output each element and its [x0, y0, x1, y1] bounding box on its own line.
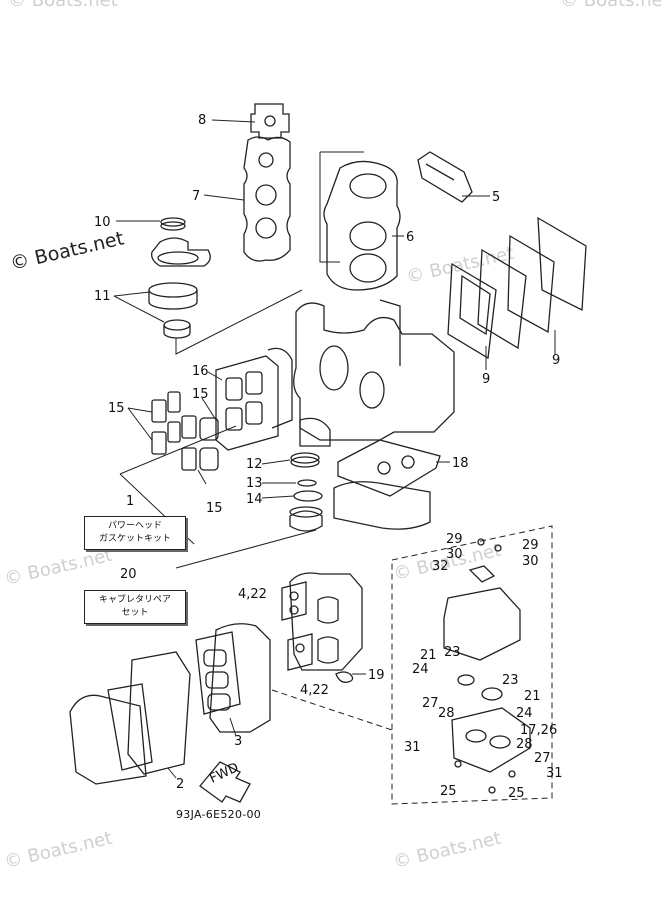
- callout-28-right: 28: [516, 737, 533, 752]
- silencer-gasket-2: [69, 651, 191, 785]
- intake-silencer: [209, 623, 271, 733]
- exhaust-cover-gaskets-9: [447, 216, 587, 360]
- thermostat-11: [148, 282, 198, 339]
- seal-12: [290, 452, 320, 468]
- callout-31-left: 31: [404, 740, 421, 755]
- callout-21-left: 21: [420, 648, 437, 663]
- callout-4-22-bottom: 4,22: [300, 683, 329, 698]
- carburetor-repair-kit-line2: セット: [121, 608, 149, 618]
- callout-leaders: [113, 119, 556, 779]
- callout-27-left: 27: [422, 696, 439, 711]
- callout-32: 32: [432, 559, 449, 574]
- kit-number-20: 20: [120, 567, 137, 582]
- callout-7: 7: [192, 189, 200, 204]
- callout-5: 5: [492, 190, 500, 205]
- callout-13: 13: [246, 476, 263, 491]
- callout-29-right: 29: [522, 538, 539, 553]
- callout-9-left: 9: [482, 372, 490, 387]
- callout-23-right: 23: [502, 673, 519, 688]
- callout-8: 8: [198, 113, 206, 128]
- watermark-top-left: © Boats.net: [8, 0, 118, 11]
- powerhead-gasket-kit-line1: パワーヘッド: [107, 521, 162, 531]
- callout-21-right: 21: [524, 689, 541, 704]
- carburetor-gasket-4-22: [281, 581, 313, 671]
- callout-24-left: 24: [412, 662, 429, 677]
- watermark-main: © Boats.net: [8, 227, 126, 275]
- callout-30-right: 30: [522, 554, 539, 569]
- callout-6: 6: [406, 230, 414, 245]
- powerhead-gasket-kit-box: パワーヘッド ガスケットキット: [84, 516, 186, 550]
- gasket-18: [337, 439, 441, 497]
- callout-16: 16: [192, 364, 209, 379]
- head-gasket-7: [243, 136, 291, 262]
- callout-4-22-top: 4,22: [238, 587, 267, 602]
- callout-19: 19: [368, 668, 385, 683]
- lower-casing: [333, 481, 431, 530]
- air-intake-gasket-3: [195, 631, 241, 715]
- callout-23-left: 23: [444, 645, 461, 660]
- carburetor-repair-kit-box: キャブレタリペア セット: [84, 590, 186, 624]
- watermark-left-mid: © Boats.net: [2, 545, 114, 590]
- thermostat-housing: [151, 237, 211, 267]
- fwd-label: FWD: [207, 760, 241, 786]
- intake-gasket-16: [215, 347, 293, 451]
- carburetor-repair-inset: [391, 525, 553, 805]
- gasket-14: [293, 490, 323, 502]
- watermark-mid-right: © Boats.net: [404, 243, 516, 288]
- carburetor-body: [289, 572, 363, 671]
- watermark-bottom-right: © Boats.net: [391, 828, 503, 873]
- seal-housing: [289, 506, 323, 532]
- callout-17-26: 17,26: [520, 723, 557, 738]
- callout-9-right: 9: [552, 353, 560, 368]
- cylinder-head-6: [323, 160, 401, 291]
- callout-29-left: 29: [446, 532, 463, 547]
- carburetor-repair-kit-line1: キャブレタリペア: [98, 595, 171, 605]
- callout-15-low: 15: [206, 501, 223, 516]
- watermark-bottom-left: © Boats.net: [2, 828, 114, 873]
- callout-25-left: 25: [440, 784, 457, 799]
- callout-28-left: 28: [438, 706, 455, 721]
- watermark-top-right: © Boats.net: [560, 0, 661, 11]
- gasket-5: [417, 151, 473, 203]
- kit-number-1: 1: [126, 494, 134, 509]
- callout-11: 11: [94, 289, 111, 304]
- callout-2: 2: [176, 777, 184, 792]
- callout-27-right: 27: [534, 751, 551, 766]
- fwd-arrow: FWD: [199, 760, 251, 803]
- thermostat-cover-10: [160, 217, 186, 231]
- hose-19: [335, 671, 354, 683]
- callout-3: 3: [234, 734, 242, 749]
- head-cover-gasket-8: [250, 103, 290, 139]
- callout-15-left: 15: [108, 401, 125, 416]
- callout-14: 14: [246, 492, 263, 507]
- callout-10: 10: [94, 215, 111, 230]
- powerhead-gasket-kit-line2: ガスケットキット: [98, 534, 171, 544]
- cylinder-block: [293, 299, 455, 447]
- callout-30-left: 30: [446, 547, 463, 562]
- reed-gaskets-15: [151, 391, 219, 471]
- callout-25-right: 25: [508, 786, 525, 801]
- callout-12: 12: [246, 457, 263, 472]
- callout-18: 18: [452, 456, 469, 471]
- callout-15-mid: 15: [192, 387, 209, 402]
- diagram-code: 93JA-6E520-00: [176, 808, 262, 821]
- callout-24-right: 24: [516, 706, 533, 721]
- callout-31-right: 31: [546, 766, 563, 781]
- o-ring-13: [297, 479, 317, 487]
